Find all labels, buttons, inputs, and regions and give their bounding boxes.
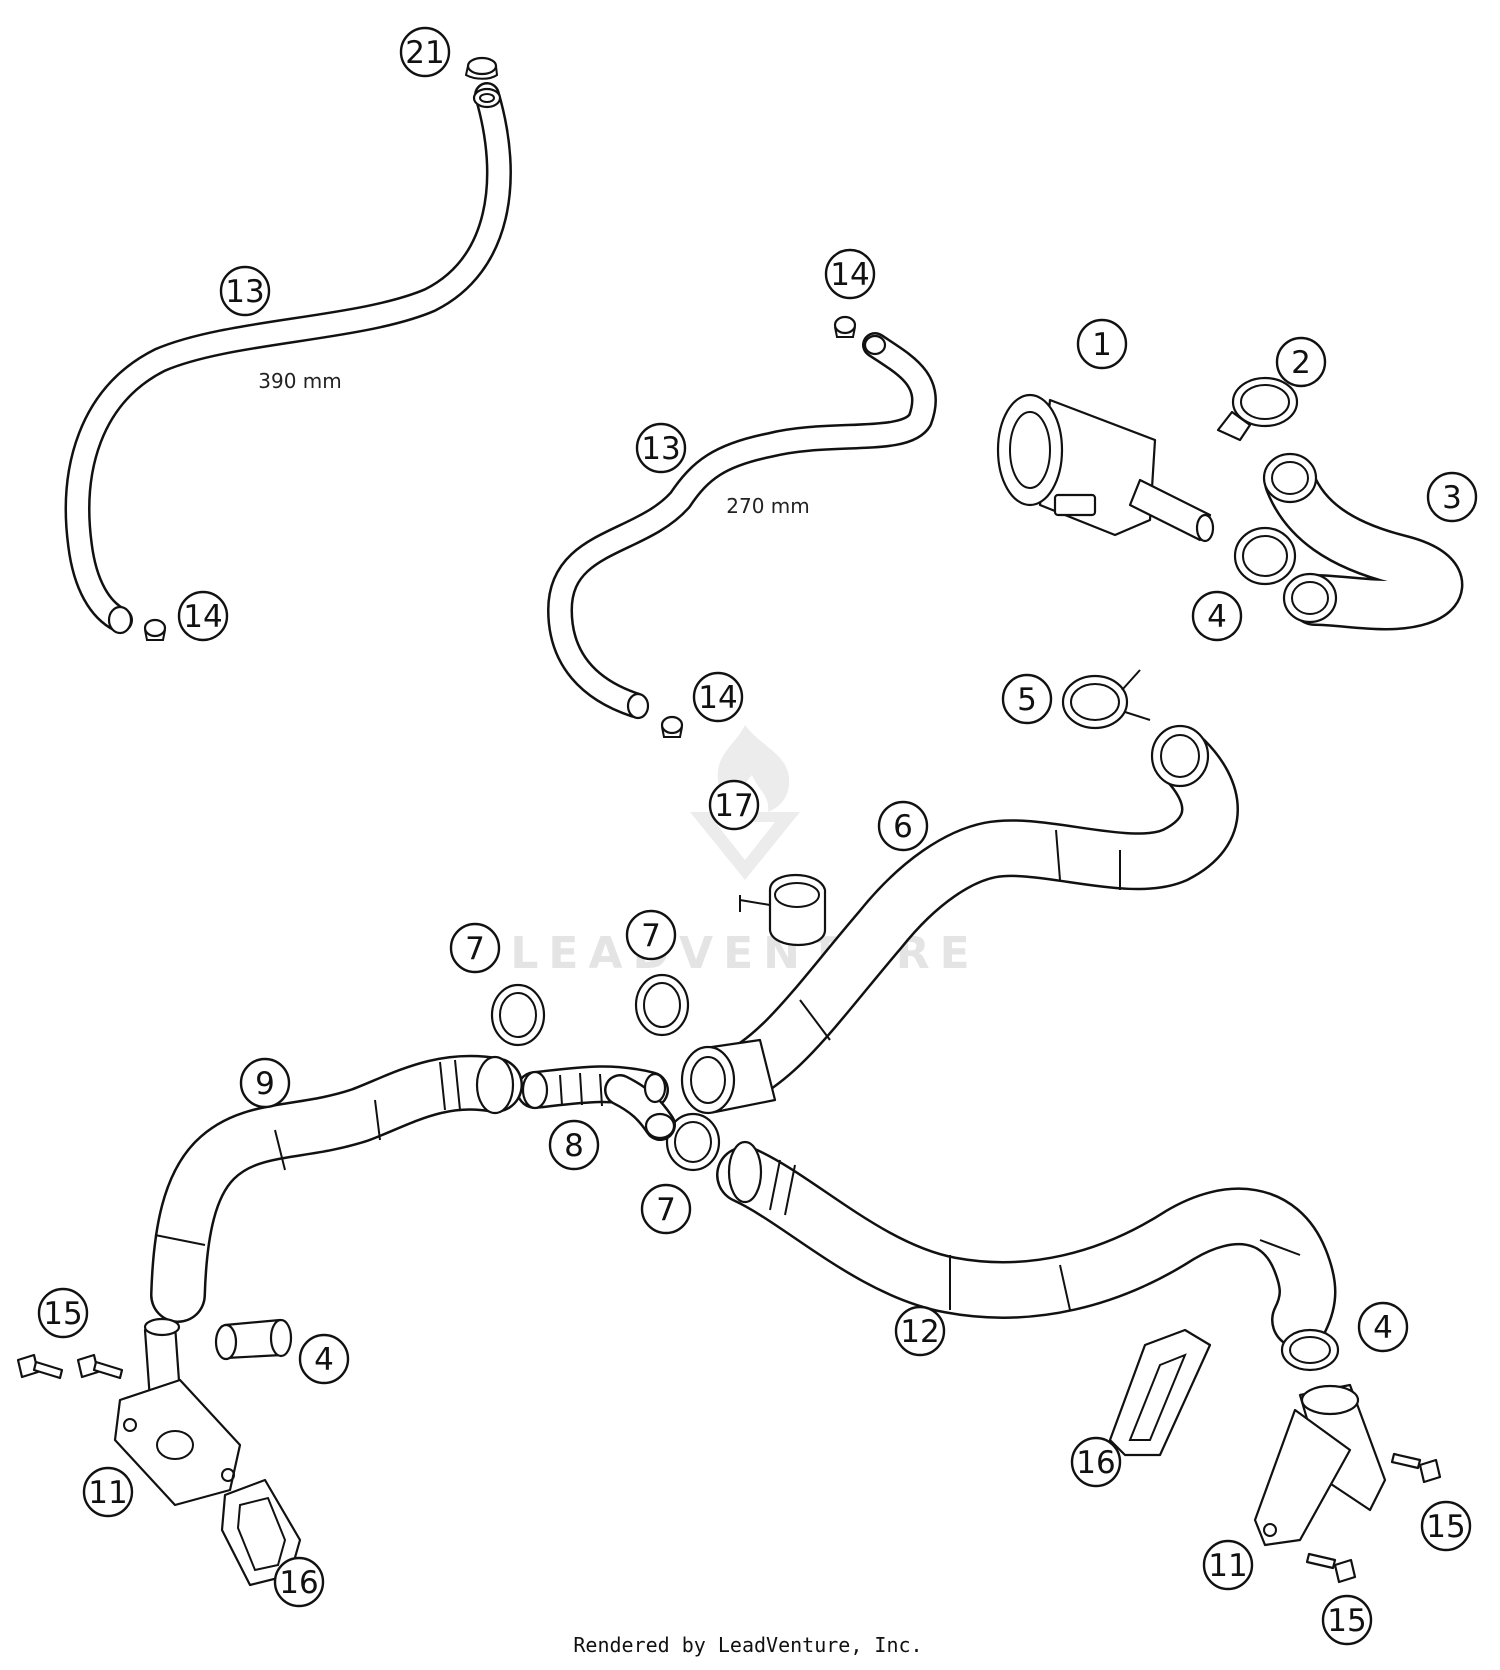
hose-13-short [547, 332, 937, 720]
callout: 11 [82, 1466, 134, 1518]
svg-text:7: 7 [656, 1192, 676, 1228]
svg-text:2: 2 [1291, 345, 1311, 381]
clamp-4-left [214, 1318, 293, 1361]
svg-text:21: 21 [405, 35, 444, 71]
part-1-canister [996, 393, 1215, 543]
svg-text:12: 12 [900, 1314, 939, 1350]
clamp-17 [739, 873, 827, 947]
clamp-14-mid [660, 715, 684, 738]
clamp-21 [464, 56, 499, 80]
screw-15-left-b [76, 1353, 124, 1380]
callout: 11 [1202, 1539, 1254, 1591]
callout: 7 [640, 1183, 692, 1235]
svg-text:11: 11 [1208, 1548, 1247, 1584]
callout: 15 [1420, 1500, 1472, 1552]
screw-15-left-a [16, 1353, 64, 1380]
part-8-y-piece [516, 1065, 676, 1141]
svg-text:6: 6 [893, 809, 913, 845]
callout: 4 [298, 1333, 350, 1385]
callout: 2 [1275, 336, 1327, 388]
screw-15-right-a [1390, 1452, 1442, 1484]
svg-text:1: 1 [1092, 327, 1112, 363]
watermark: LEADVENTURE [510, 725, 970, 979]
callout: 3 [1426, 471, 1478, 523]
gasket-16-right [1108, 1328, 1212, 1457]
callout: 7 [449, 922, 501, 974]
callout: 15 [1321, 1594, 1373, 1646]
callout: 16 [1070, 1436, 1122, 1488]
dimension-label-270: 270 mm [726, 494, 810, 518]
svg-text:4: 4 [1207, 599, 1227, 635]
callout: 7 [625, 909, 677, 961]
clamp-7-bottom [665, 1112, 721, 1172]
svg-text:14: 14 [830, 257, 869, 293]
clamp-2 [1216, 376, 1299, 442]
svg-text:15: 15 [1426, 1509, 1465, 1545]
clamp-14-top [833, 315, 857, 338]
svg-text:5: 5 [1017, 682, 1037, 718]
hose-3 [1262, 452, 1463, 631]
svg-text:16: 16 [279, 1565, 318, 1601]
callout: 14 [824, 248, 876, 300]
clamp-5 [1061, 669, 1151, 730]
flange-11-right [1253, 1383, 1387, 1547]
callout: 9 [239, 1057, 291, 1109]
clamp-7-left [490, 983, 546, 1047]
hose-6 [701, 724, 1239, 1109]
callout: 6 [877, 800, 929, 852]
svg-text:16: 16 [1076, 1445, 1115, 1481]
svg-text:14: 14 [183, 599, 222, 635]
callout: 13 [635, 422, 687, 474]
callout: 14 [692, 671, 744, 723]
svg-text:17: 17 [714, 788, 753, 824]
dimension-label-390: 390 mm [258, 369, 342, 393]
callout: 1 [1076, 318, 1128, 370]
svg-text:7: 7 [641, 918, 661, 954]
svg-text:4: 4 [1373, 1310, 1393, 1346]
svg-text:15: 15 [43, 1296, 82, 1332]
clamp-14-left [143, 618, 167, 641]
callout: 21 [399, 26, 451, 78]
hose-9 [150, 1054, 523, 1323]
callout: 5 [1001, 673, 1053, 725]
svg-text:9: 9 [255, 1066, 275, 1102]
callout: 15 [37, 1287, 89, 1339]
callout: 17 [708, 779, 760, 831]
svg-text:8: 8 [564, 1128, 584, 1164]
hose-6-end [680, 1038, 777, 1115]
svg-text:4: 4 [314, 1342, 334, 1378]
screw-15-right-b [1305, 1552, 1357, 1584]
svg-text:14: 14 [698, 680, 737, 716]
svg-text:3: 3 [1442, 480, 1462, 516]
svg-text:11: 11 [88, 1475, 127, 1511]
chevron-logo-icon [690, 812, 800, 880]
callout: 12 [894, 1305, 946, 1357]
flange-11-left [113, 1317, 242, 1507]
callout: 14 [177, 590, 229, 642]
callout: 4 [1191, 590, 1243, 642]
hose-13-long [64, 82, 512, 635]
svg-text:13: 13 [225, 274, 264, 310]
svg-text:15: 15 [1327, 1603, 1366, 1639]
callout: 16 [273, 1556, 325, 1608]
clamp-4-upper [1233, 526, 1297, 586]
callout-markers: 21 13 14 14 13 1 2 3 4 5 14 17 6 7 7 9 8… [37, 26, 1478, 1646]
clamp-4-right [1280, 1328, 1340, 1372]
callout: 4 [1357, 1301, 1409, 1353]
clamp-7-mid [634, 973, 690, 1037]
callout: 8 [548, 1119, 600, 1171]
hose-12 [716, 1140, 1337, 1349]
svg-text:13: 13 [641, 431, 680, 467]
callout: 13 [219, 265, 271, 317]
svg-text:7: 7 [465, 931, 485, 967]
footer-credit: Rendered by LeadVenture, Inc. [573, 1633, 922, 1657]
